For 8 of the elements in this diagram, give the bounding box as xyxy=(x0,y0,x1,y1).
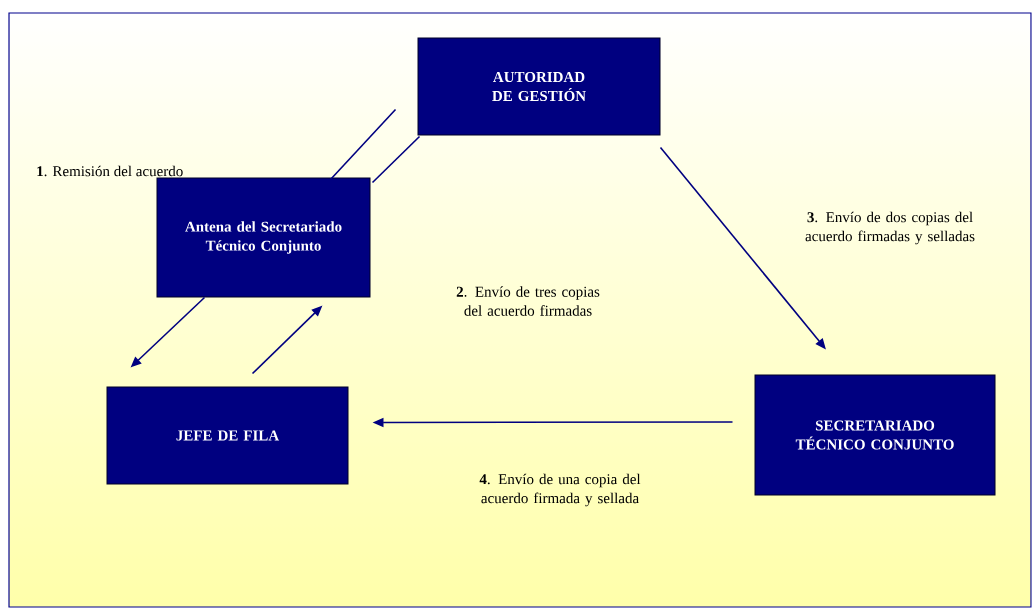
step-label: 4. Envío de una copia del acuerdo firmada y sellada xyxy=(479,473,641,507)
process-box: Antena del Secretariado Técnico Conjunto xyxy=(156,177,371,298)
process-box: JEFE DE FILA xyxy=(106,386,349,485)
step-label: 1. Remisión del acuerdo xyxy=(37,165,183,177)
step-label: 3. Envío de dos copias del acuerdo firmadas y selladas xyxy=(805,211,975,245)
process-box: SECRETARIADO TÉCNICO CONJUNTO xyxy=(754,374,996,496)
process-box: AUTORIDAD DE GESTIÓN xyxy=(417,37,661,136)
step-label: 2. Envío de tres copias del acuerdo firmadas xyxy=(456,286,600,316)
